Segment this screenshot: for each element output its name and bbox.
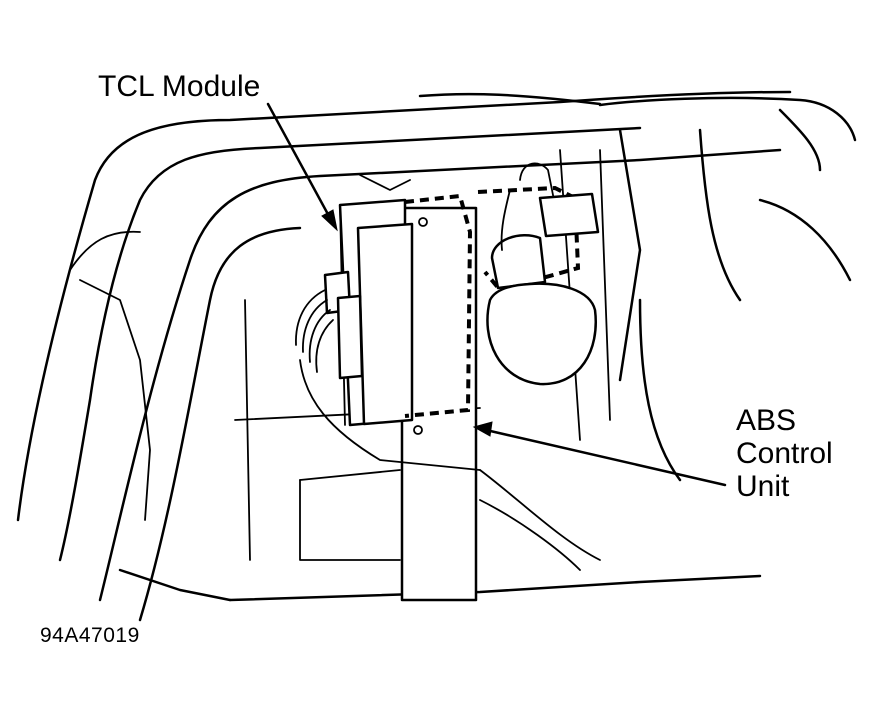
abs-control-unit-label: ABS Control Unit	[736, 404, 833, 503]
abs-label-line-3: Unit	[736, 470, 790, 503]
abs-control-unit-dashed-outline	[404, 185, 581, 418]
right-side-structure	[479, 96, 857, 571]
callout-leader-lines	[266, 102, 727, 487]
abs-pump-drawing	[486, 162, 600, 386]
figure-id: 94A47019	[40, 624, 140, 647]
mounting-bracket	[400, 206, 478, 602]
abs-label-line-2: Control	[736, 437, 833, 470]
tcl-module-label: TCL Module	[98, 70, 261, 103]
body-panel-outline	[16, 90, 792, 622]
wiring-harness	[295, 270, 481, 471]
abs-label-line-1: ABS	[736, 404, 797, 437]
